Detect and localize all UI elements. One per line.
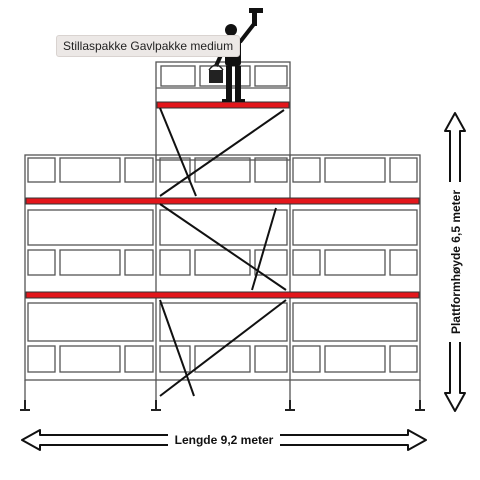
height-label: Plattformhøyde 6,5 meter [449, 190, 463, 334]
scaffold-feet [20, 400, 425, 411]
platform-1 [25, 197, 420, 205]
platforms [25, 101, 420, 299]
upper-tower [155, 61, 291, 161]
platform-2 [25, 291, 420, 299]
paint-bucket-icon [208, 64, 224, 83]
tooltip-text: Stillaspakke Gavlpakke medium [63, 39, 234, 53]
length-label: Lengde 9,2 meter [175, 433, 274, 447]
platform-top [156, 101, 290, 109]
tooltip: Stillaspakke Gavlpakke medium [56, 35, 241, 57]
diagonal-braces [159, 107, 287, 397]
scaffold-frame [24, 154, 421, 400]
